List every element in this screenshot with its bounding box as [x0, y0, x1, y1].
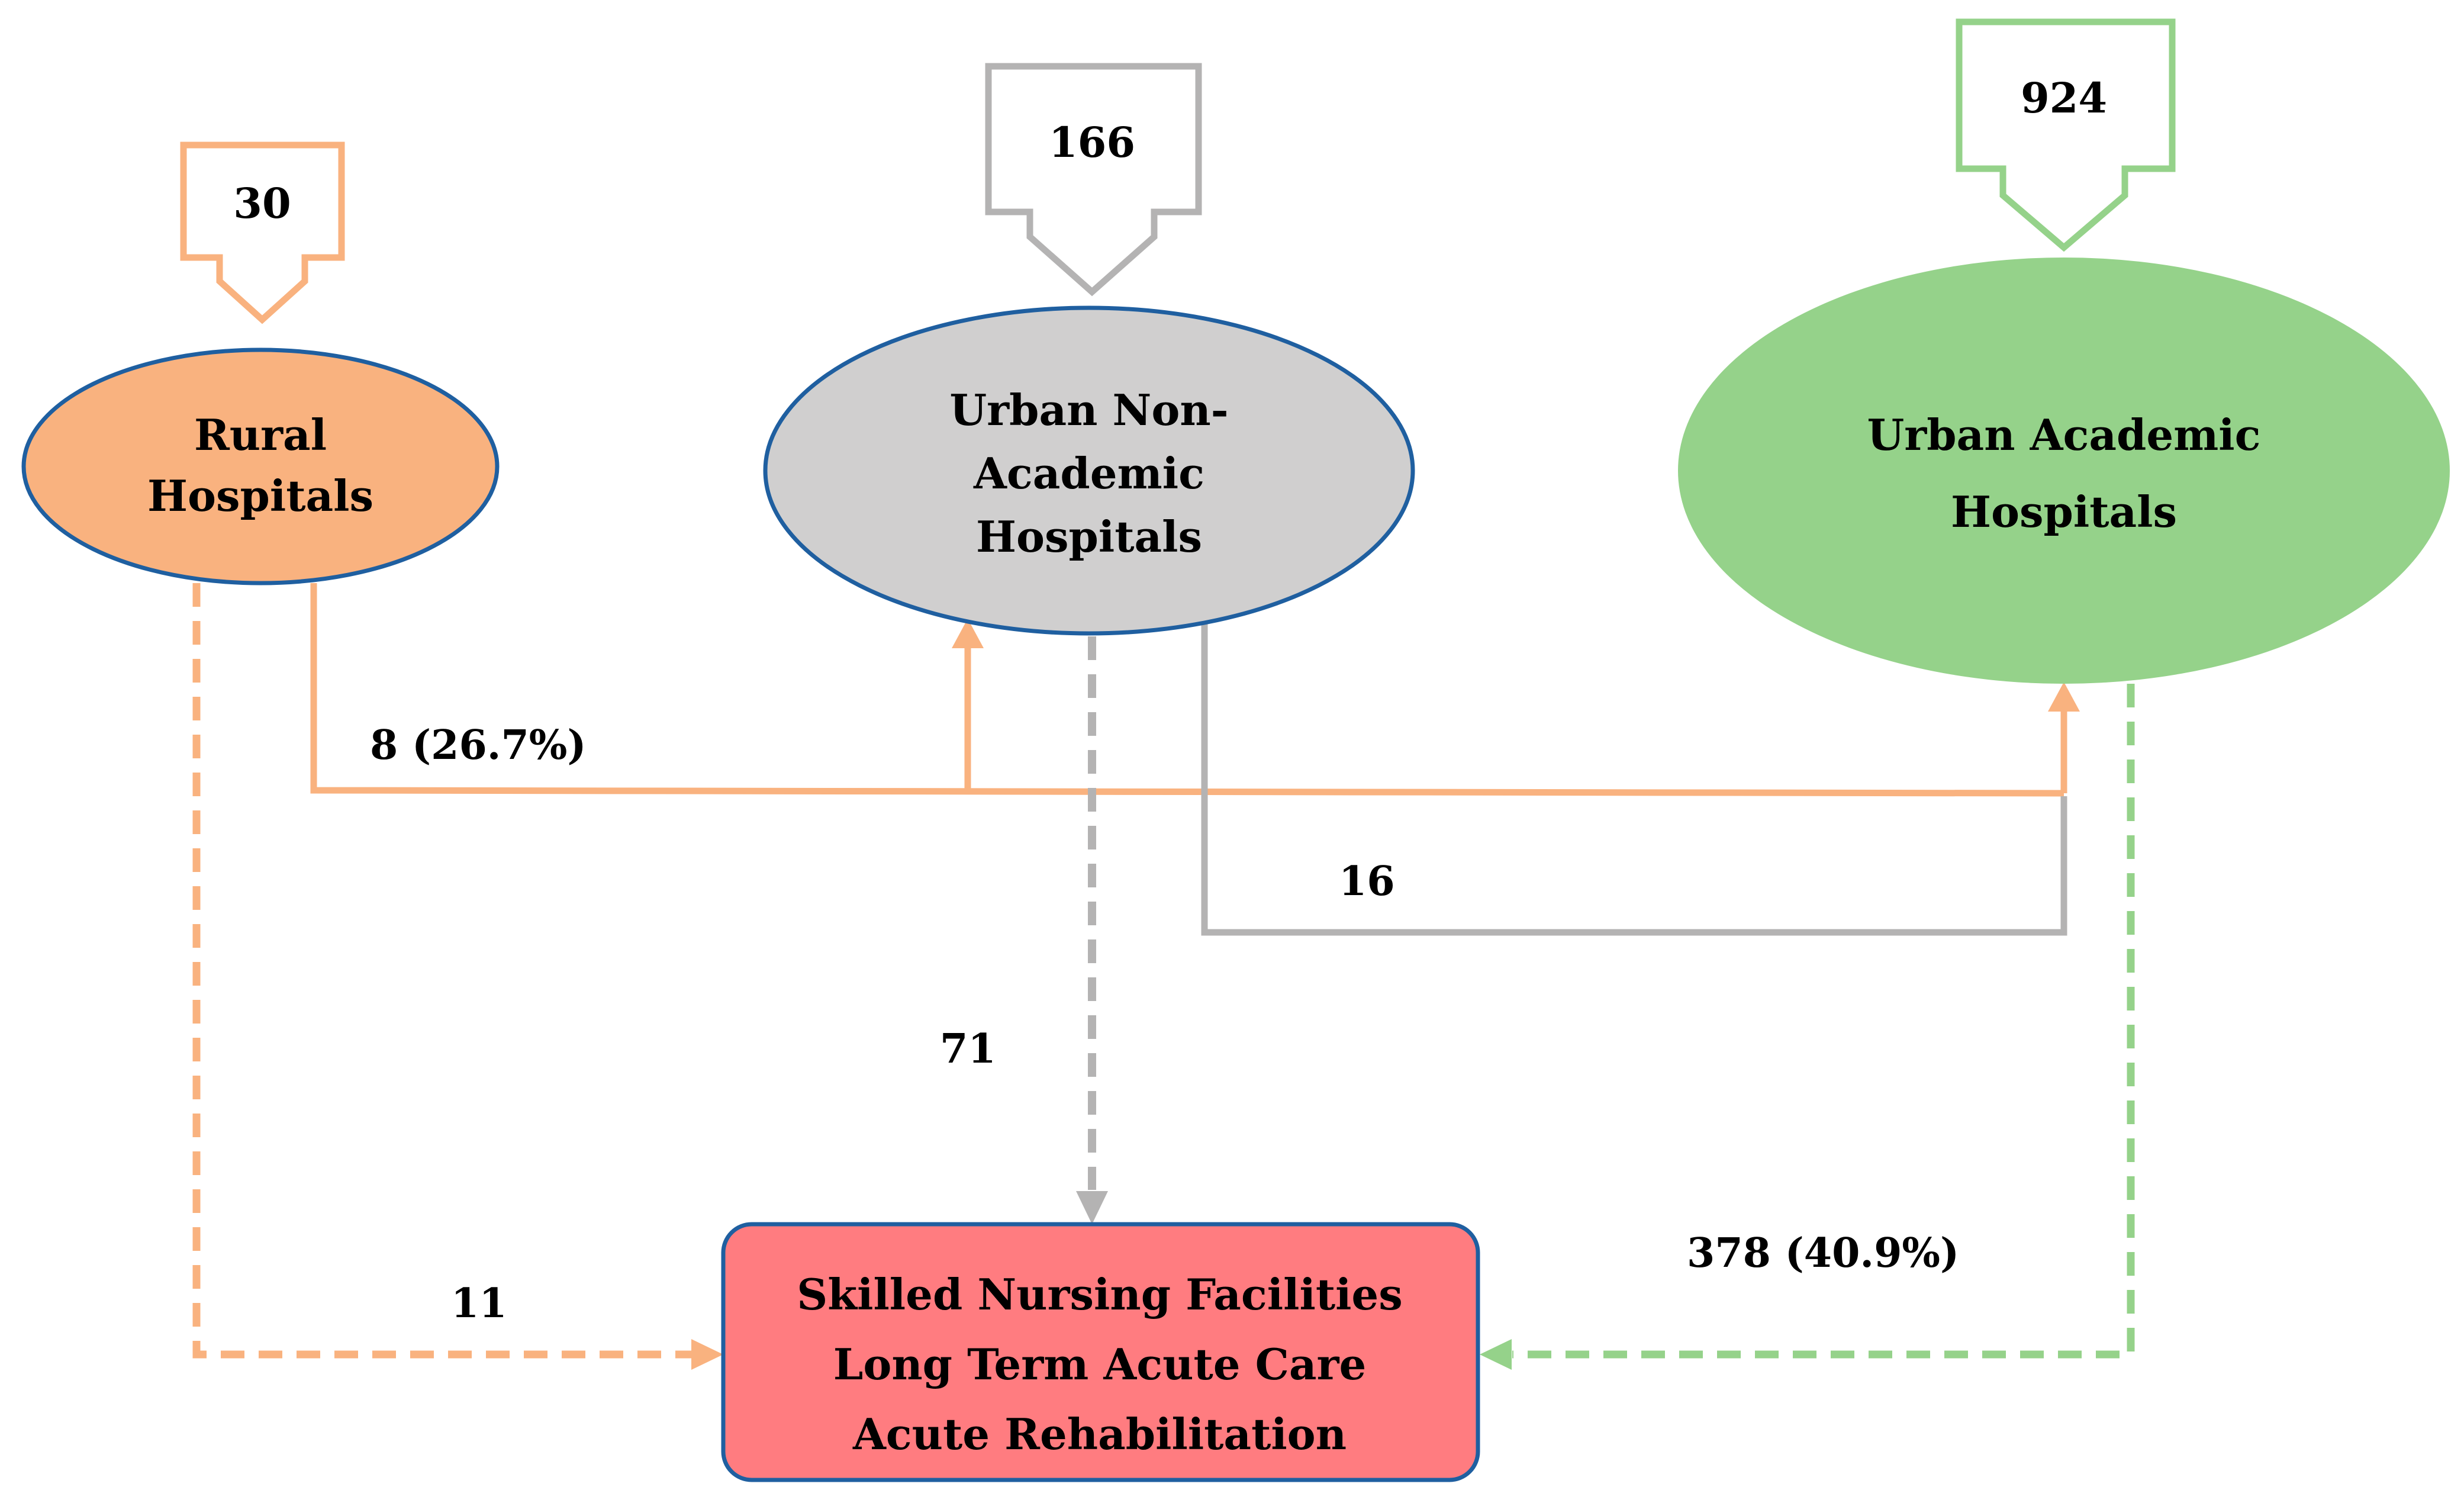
post-acute-care-destination-node: Skilled Nursing Facilities Long Term Acu… [721, 1222, 1480, 1482]
rural-to-urban-flow-label: 8 (26.7%) [370, 722, 587, 769]
rural-to-non-academic-arrowhead [952, 619, 984, 648]
urban-academic-hospitals-ellipse [1678, 258, 2450, 684]
rural-hospitals-label-line-1: Rural [194, 410, 327, 460]
urban-academic-input-arrow-shape [1956, 18, 2176, 252]
rural-to-destination-flow-label: 11 [451, 1280, 507, 1327]
non-academic-to-academic-line [1201, 620, 2067, 936]
academic-to-destination-flow-label: 378 (40.9%) [1687, 1230, 1959, 1277]
rural-hospitals-ellipse [21, 347, 500, 585]
urban-academic-hospitals-node: Urban Academic Hospitals [1678, 258, 2450, 684]
rural-input-count: 30 [233, 179, 291, 228]
rural-to-urban-line [310, 583, 2064, 797]
non-academic-to-destination-arrowhead [1076, 1191, 1108, 1224]
rural-to-destination-line [192, 583, 693, 1359]
destination-label-line-2: Long Term Acute Care [833, 1339, 1367, 1389]
rural-to-destination-arrowhead [691, 1339, 723, 1370]
rural-input-callout: 30 [180, 141, 345, 324]
non-academic-to-destination-flow-label: 71 [940, 1025, 996, 1073]
urban-non-academic-input-arrow-shape [985, 63, 1202, 297]
post-acute-care-box [721, 1222, 1480, 1482]
urban-academic-input-count: 924 [2021, 73, 2107, 123]
non-academic-to-academic-flow-label: 16 [1339, 858, 1395, 905]
urban-non-academic-label-line-1: Urban Non- [949, 385, 1228, 435]
rural-input-arrow-shape [180, 141, 345, 324]
rural-to-academic-arrowhead [2048, 682, 2080, 712]
destination-label-line-3: Acute Rehabilitation [852, 1409, 1347, 1459]
urban-non-academic-input-count: 166 [1049, 118, 1135, 167]
rural-to-urban-connector [310, 583, 2067, 797]
urban-non-academic-label-line-2: Academic [973, 448, 1204, 498]
urban-non-academic-label-line-3: Hospitals [976, 511, 1202, 562]
urban-non-academic-input-callout: 166 [985, 63, 1202, 297]
academic-to-destination-line [1512, 684, 2135, 1359]
urban-academic-label-line-1: Urban Academic [1867, 410, 2260, 460]
academic-to-destination-arrowhead [1480, 1339, 1512, 1370]
destination-label-line-1: Skilled Nursing Facilities [797, 1269, 1403, 1320]
urban-academic-input-callout: 924 [1956, 18, 2176, 252]
urban-academic-label-line-2: Hospitals [1951, 487, 2177, 537]
urban-non-academic-hospitals-node: Urban Non- Academic Hospitals [763, 305, 1415, 636]
urban-non-academic-hospitals-ellipse [763, 305, 1415, 636]
rural-hospitals-node: Rural Hospitals [21, 347, 500, 585]
rural-hospitals-label-line-2: Hospitals [147, 471, 373, 521]
